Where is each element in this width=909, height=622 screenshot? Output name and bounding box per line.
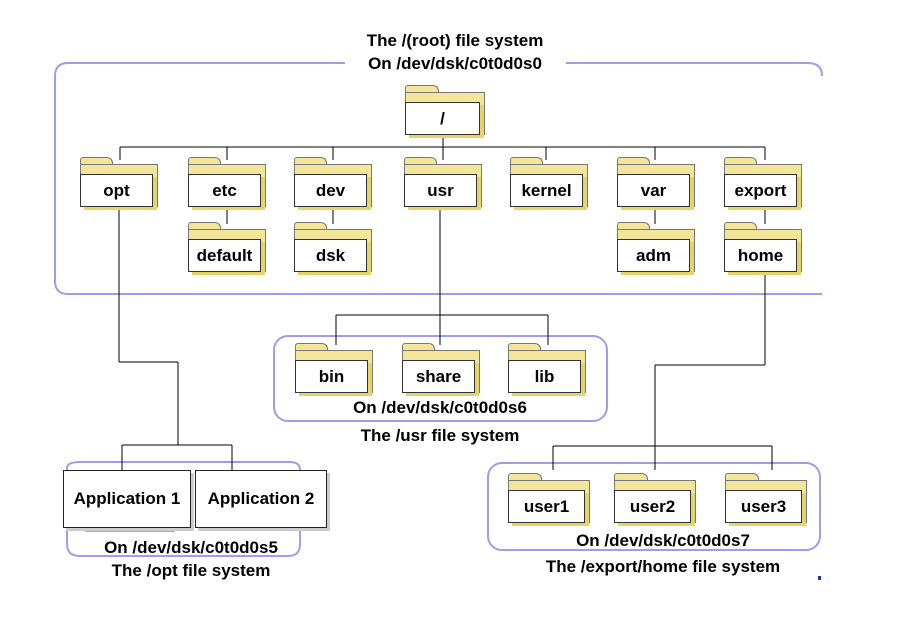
- root-fs-group-box-top-right: [566, 62, 823, 77]
- folder-default-label: default: [188, 239, 261, 272]
- folder-dev[interactable]: dev: [294, 157, 372, 207]
- folder-user2[interactable]: user2: [614, 473, 696, 523]
- folder-kernel-label: kernel: [510, 174, 583, 207]
- home-fs-title: The /export/home file system: [545, 557, 781, 576]
- folder-root[interactable]: /: [405, 85, 485, 135]
- folder-export-label: export: [724, 174, 797, 207]
- folder-user1[interactable]: user1: [508, 473, 590, 523]
- folder-export[interactable]: export: [724, 157, 802, 207]
- folder-lib-label: lib: [508, 360, 581, 393]
- application-2-box[interactable]: Application 2: [195, 470, 327, 528]
- folder-home[interactable]: home: [724, 222, 802, 272]
- folder-lib[interactable]: lib: [508, 343, 586, 393]
- folder-user3-label: user3: [725, 490, 802, 523]
- app1-accent-bar: [85, 527, 175, 532]
- folder-usr[interactable]: usr: [404, 157, 482, 207]
- folder-dev-label: dev: [294, 174, 367, 207]
- opt-fs-device: On /dev/dsk/c0t0d0s5: [104, 538, 278, 557]
- home-fs-device: On /dev/dsk/c0t0d0s7: [576, 531, 750, 550]
- opt-tree-lines: [118, 208, 233, 470]
- folder-etc[interactable]: etc: [188, 157, 266, 207]
- folder-default[interactable]: default: [188, 222, 266, 272]
- root-fs-title: The /(root) file system: [366, 31, 544, 50]
- folder-root-label: /: [405, 102, 480, 135]
- opt-fs-group-box: [66, 461, 301, 557]
- folder-share[interactable]: share: [402, 343, 480, 393]
- folder-dsk[interactable]: dsk: [294, 222, 372, 272]
- opt-fs-title: The /opt file system: [111, 561, 271, 580]
- root-fs-group-box: [54, 62, 822, 295]
- folder-etc-label: etc: [188, 174, 261, 207]
- folder-bin[interactable]: bin: [295, 343, 373, 393]
- folder-home-label: home: [724, 239, 797, 272]
- folder-adm[interactable]: adm: [617, 222, 695, 272]
- folder-adm-label: adm: [617, 239, 690, 272]
- folder-dsk-label: dsk: [294, 239, 367, 272]
- folder-user2-label: user2: [614, 490, 691, 523]
- application-1-box[interactable]: Application 1: [63, 470, 191, 528]
- folder-opt[interactable]: opt: [80, 157, 158, 207]
- folder-bin-label: bin: [295, 360, 368, 393]
- folder-share-label: share: [402, 360, 475, 393]
- home-tree-lines: [552, 275, 773, 470]
- folder-user3[interactable]: user3: [725, 473, 807, 523]
- folder-var-label: var: [617, 174, 690, 207]
- folder-kernel[interactable]: kernel: [510, 157, 588, 207]
- root-tree-lines: [119, 133, 766, 224]
- blue-mark: [818, 576, 821, 580]
- folder-opt-label: opt: [80, 174, 153, 207]
- usr-fs-title: The /usr file system: [360, 426, 520, 445]
- folder-usr-label: usr: [404, 174, 477, 207]
- folder-user1-label: user1: [508, 490, 585, 523]
- home-fs-group-box: [487, 462, 821, 551]
- folder-var[interactable]: var: [617, 157, 695, 207]
- usr-fs-device: On /dev/dsk/c0t0d0s6: [353, 398, 527, 417]
- usr-tree-lines: [335, 208, 549, 345]
- root-fs-device: On /dev/dsk/c0t0d0s0: [362, 54, 548, 74]
